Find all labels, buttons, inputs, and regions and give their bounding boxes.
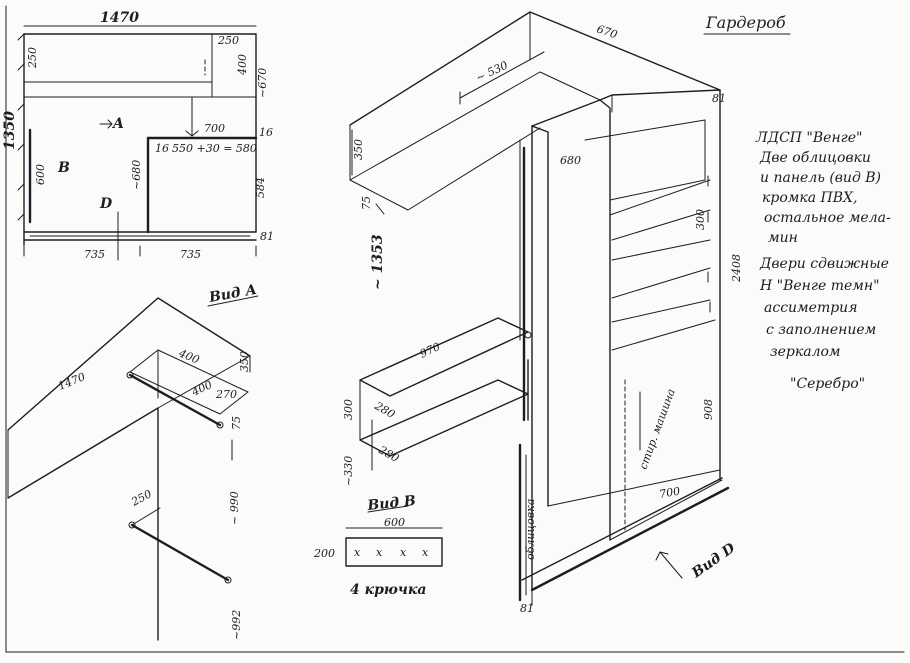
view-b-title: Вид В (366, 493, 417, 514)
iso-dim-680: 680 (560, 154, 581, 167)
note-line-9: ассиметрия (764, 300, 857, 316)
iso-dim-300b: 300 (694, 209, 707, 230)
iso-dim-350: 350 (352, 139, 365, 160)
iso-dim-81b: 81 (520, 602, 534, 615)
note-line-2: Две облицовки (759, 150, 871, 166)
plan-bottom-right: 735 (180, 248, 201, 261)
plan-dim-250-right: 250 (217, 34, 239, 47)
view-a-dim-992: ~992 (230, 610, 243, 640)
plan-dim-400: 400 (236, 54, 249, 76)
view-b-hook-2: x (376, 546, 383, 559)
iso-label-machine: стир. машина (637, 387, 678, 471)
note-line-1: ЛДСП "Венге" (755, 130, 862, 146)
view-a-dim-400b: 400 (189, 378, 214, 399)
iso-dim-81a: 81 (712, 92, 726, 105)
plan-dim-670: ~670 (256, 68, 269, 98)
plan-dim-680: ~680 (130, 160, 143, 190)
view-a-dim-270: 270 (215, 388, 237, 401)
iso-dim-330: ~330 (342, 456, 355, 486)
iso-dim-300: 300 (342, 399, 355, 420)
note-line-8: Н "Венге темн" (759, 278, 880, 294)
view-b-dim-600: 600 (384, 516, 405, 529)
plan-dim-16b: 16 (259, 126, 273, 139)
iso-dim-1353: ~ 1353 (370, 234, 386, 290)
notes-block: Гардероб ЛДСП "Венге" Две облицовки и па… (703, 13, 891, 392)
view-b-hook-1: x (354, 546, 361, 559)
view-a-title: Вид А (207, 282, 258, 306)
view-b-dim-200: 200 (313, 547, 335, 560)
iso-dim-280b: 280 (376, 443, 402, 465)
note-line-4: кромка ПВХ, (762, 190, 857, 206)
iso-dim-280a: 280 (372, 399, 398, 421)
view-a-dim-250: 250 (128, 487, 154, 509)
plan-arrow-a-label: A (111, 116, 124, 132)
plan-height-total: 1350 (2, 111, 18, 150)
plan-label-b: B (57, 160, 70, 176)
iso-dim-2408: 2408 (730, 254, 743, 283)
view-a-dim-75: 75 (230, 416, 243, 430)
view-b: Вид В 600 200 x x x x 4 крючка (313, 493, 443, 598)
view-a: Вид А 1470 400 350 400 270 75 250 ~ 990 … (7, 282, 259, 641)
plan-width-total: 1470 (100, 10, 139, 26)
note-line-12: "Серебро" (790, 376, 865, 392)
view-b-hook-4: x (422, 546, 429, 559)
iso-dim-700: 700 (658, 485, 681, 501)
iso-dim-970: 970 (418, 340, 443, 361)
note-line-6: мин (768, 230, 798, 246)
plan-dim-16a: 16 (155, 142, 169, 155)
view-a-dim-350: 350 (238, 351, 251, 372)
view-a-dim-1470: 1470 (56, 370, 87, 393)
plan-dim-600: 600 (34, 164, 47, 185)
plan-dim-584: 584 (254, 177, 267, 198)
view-b-hooks-label: 4 крючка (350, 582, 426, 598)
iso-view-d: Вид D (688, 540, 739, 582)
view-a-dim-990: ~ 990 (228, 491, 241, 525)
plan-dim-550: 550 +30 = 580 (172, 142, 257, 155)
view-a-dim-400a: 400 (176, 346, 201, 366)
view-b-hook-3: x (400, 546, 407, 559)
plan-label-d: D (99, 196, 113, 212)
plan-view: 1470 1350 250 250 400 ~670 A B D 700 550… (2, 10, 274, 261)
iso-dim-75: 75 (360, 196, 373, 210)
note-line-7: Двери сдвижные (759, 256, 889, 272)
plan-bottom-left: 735 (84, 248, 105, 261)
iso-dim-908: 908 (702, 399, 715, 420)
iso-label-panel: облицовка (524, 499, 537, 560)
plan-dim-81: 81 (260, 230, 274, 243)
iso-dim-670: 670 (595, 22, 619, 41)
note-line-5: остальное мела- (764, 210, 891, 226)
note-line-3: и панель (вид В) (760, 170, 881, 186)
sheet-title: Гардероб (705, 13, 786, 32)
plan-dim-250-left: 250 (26, 47, 39, 69)
note-line-10: с заполнением (766, 322, 876, 338)
plan-dim-700: 700 (204, 122, 225, 135)
note-line-11: зеркалом (770, 344, 841, 360)
